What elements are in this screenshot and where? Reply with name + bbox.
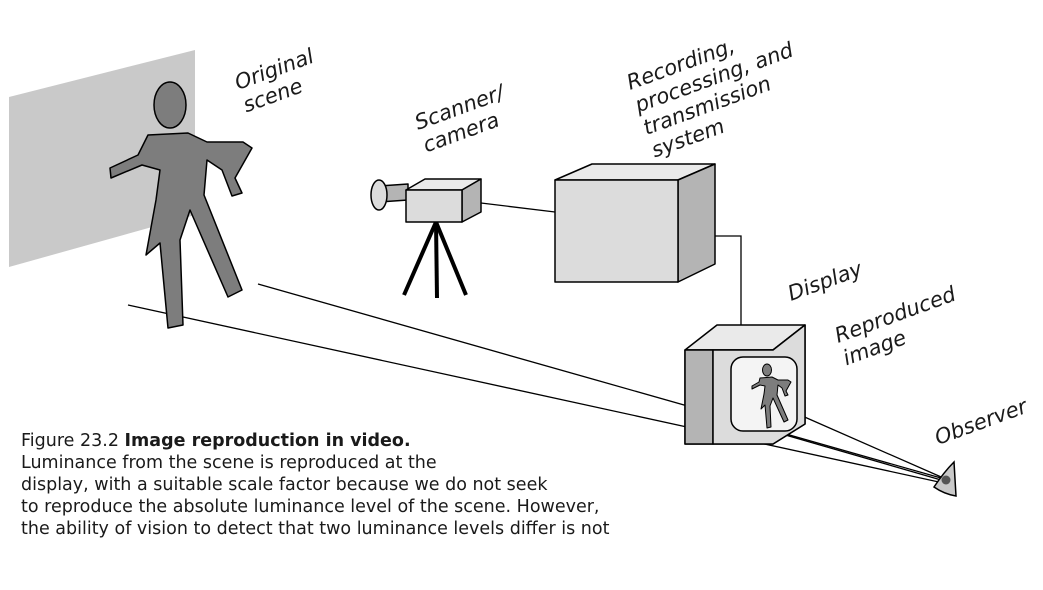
sight-line-head	[257, 283, 949, 481]
label-display: Display	[785, 256, 866, 305]
caption-heading: Figure 23.2 Image reproduction in video.	[21, 430, 741, 452]
figure-body	[109, 132, 253, 329]
label-observer: Observer	[932, 394, 1032, 450]
system-box-front	[554, 179, 679, 283]
walking-figure	[109, 81, 253, 329]
figure-head	[153, 81, 187, 129]
system-box-side	[677, 163, 716, 283]
caption-line: display, with a suitable scale factor be…	[21, 475, 548, 495]
tripod-leg-left	[402, 221, 438, 296]
caption-figure-number: Figure 23.2	[21, 431, 119, 451]
sight-line-display-bottom	[774, 431, 949, 483]
camera-lens	[370, 179, 388, 211]
caption-line: the ability of vision to detect that two…	[21, 519, 610, 539]
caption-line: to reproduce the absolute luminance leve…	[21, 497, 600, 517]
sight-line-feet	[127, 304, 949, 485]
caption-title: Image reproduction in video.	[124, 431, 411, 451]
label-reproduced-image: Reproduced image	[832, 280, 974, 371]
tripod-leg-middle	[434, 221, 439, 299]
tripod-leg-right	[434, 221, 468, 296]
observer-eye-icon	[932, 460, 957, 497]
camera	[370, 178, 482, 299]
camera-front	[405, 189, 463, 223]
figure-caption: Figure 23.2 Image reproduction in video.…	[21, 430, 741, 540]
sight-lines	[127, 283, 949, 485]
label-original-scene: Original scene	[232, 42, 332, 118]
label-system: Recording, processing, and transmission …	[623, 13, 820, 163]
label-scanner-camera: Scanner/ camera	[412, 78, 522, 157]
sight-line-display-top	[799, 414, 949, 481]
scene-backdrop	[9, 50, 195, 267]
reproduced-figure	[751, 363, 792, 429]
cable-system-to-display	[715, 235, 742, 342]
cable-camera-to-system	[480, 202, 556, 213]
reproduced-figure-head	[762, 363, 772, 377]
caption-line: Luminance from the scene is reproduced a…	[21, 453, 437, 473]
system-box	[554, 163, 716, 283]
reproduced-figure-body	[751, 376, 792, 429]
